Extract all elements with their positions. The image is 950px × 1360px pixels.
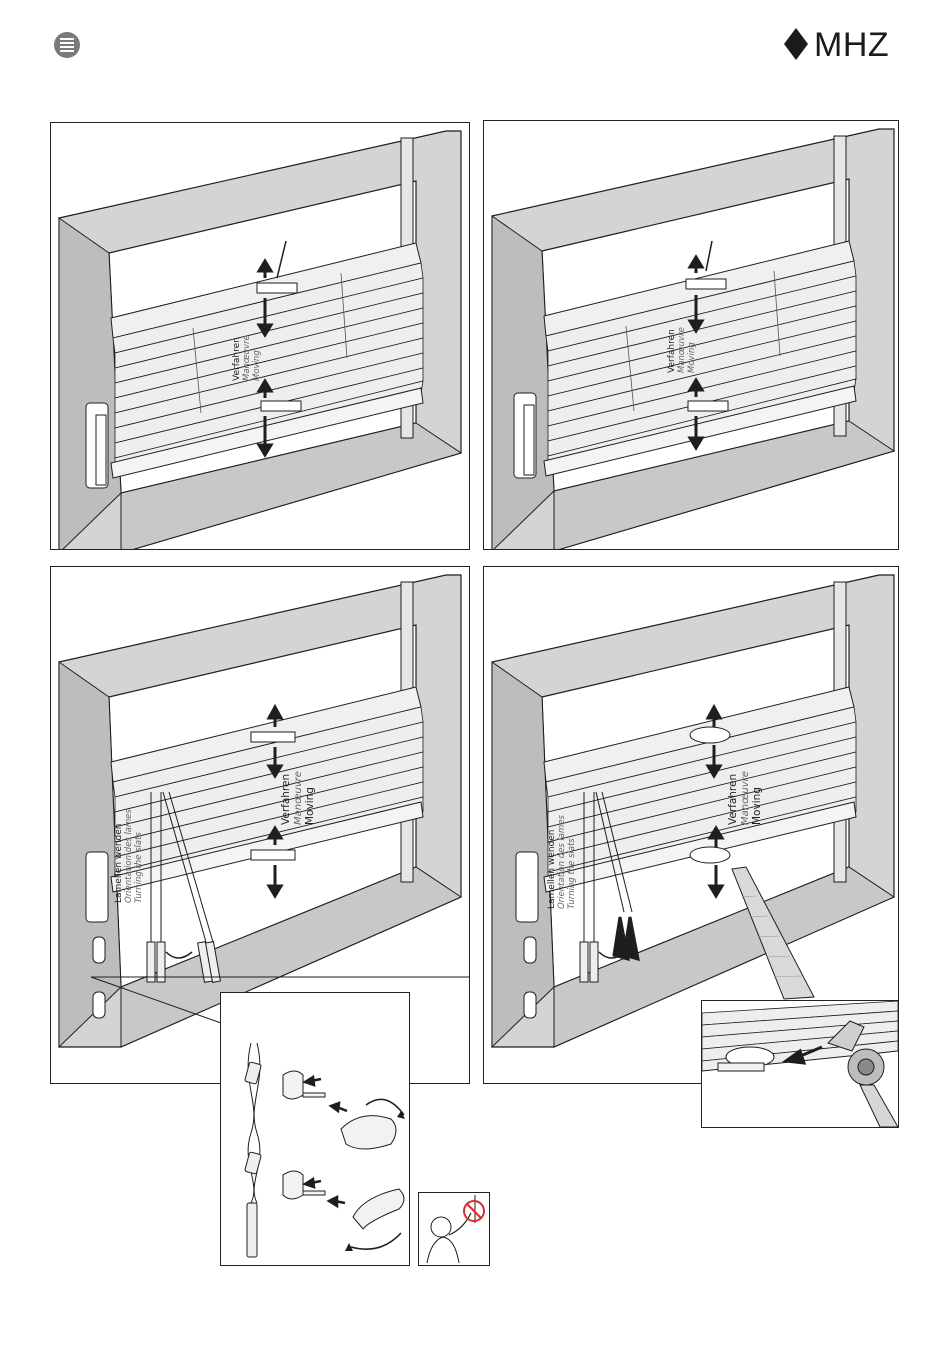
moving-label-en: Moving — [687, 342, 697, 373]
turning-label-de: Lamellen wenden — [547, 830, 557, 910]
list-circle-icon — [52, 30, 82, 60]
turning-label-en: Turning the slats — [134, 832, 144, 903]
moving-label-fr: Manœuvre — [740, 771, 751, 825]
panel-moving-1: Verfahren Manœuvre Moving — [50, 122, 470, 550]
diamond-icon — [784, 28, 808, 60]
turning-label-de: Lamellen wenden — [114, 824, 124, 904]
turning-label-fr: Orientation des lames — [124, 808, 134, 903]
turning-label-en: Turning the slats — [567, 838, 577, 909]
moving-label-de: Verfahren — [727, 774, 739, 825]
moving-label-en: Moving — [751, 787, 763, 825]
moving-label-en: Moving — [304, 787, 316, 825]
moving-label-de: Verfahren — [280, 774, 292, 825]
moving-label-en: Moving — [252, 350, 262, 381]
turning-label-fr: Orientation des lames — [557, 814, 567, 909]
brand-logo: MHZ — [784, 24, 914, 64]
child-warning-icon — [419, 1193, 489, 1265]
detail-pole-hook — [701, 1000, 899, 1128]
child-safety-warning — [418, 1192, 490, 1266]
panel-moving-2: Verfahren Manœuvre Moving — [483, 120, 899, 550]
moving-label-fr: Manœuvre — [677, 327, 687, 373]
brand-name: MHZ — [814, 26, 889, 64]
moving-label-de: Verfahren — [667, 329, 677, 373]
moving-label-fr: Manœuvre — [242, 335, 252, 381]
moving-label-fr: Manœuvre — [293, 771, 304, 825]
moving-label-de: Verfahren — [232, 337, 242, 381]
detail-wand-attachment — [220, 992, 410, 1266]
